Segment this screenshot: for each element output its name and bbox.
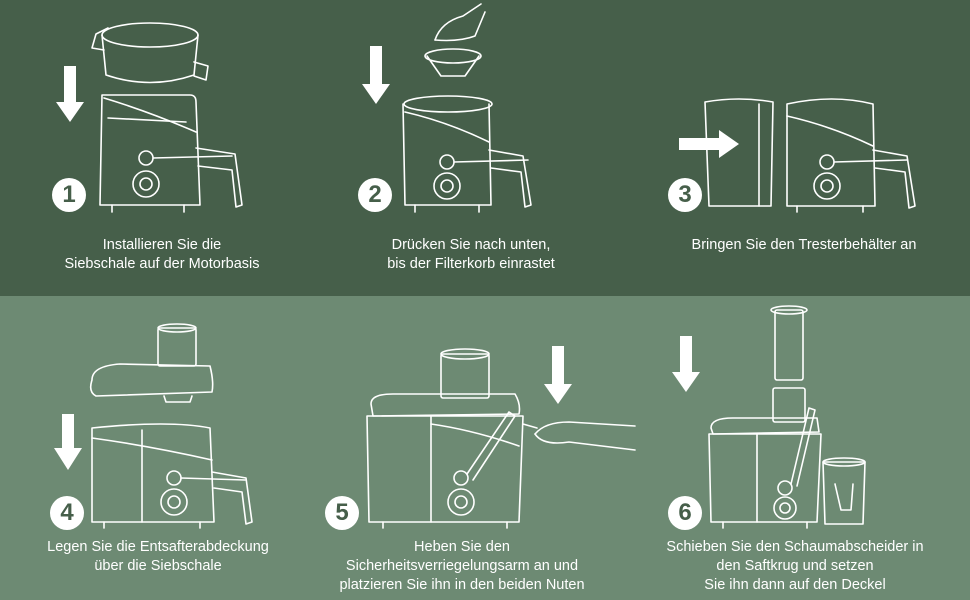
juicer-illustration (402, 95, 532, 213)
hand-pressing-illustration (424, 3, 486, 77)
step-1: 1 Installieren Sie die Siebschale auf de… (0, 0, 323, 296)
sieve-bowl-illustration (91, 22, 209, 84)
step-5: 5 Heben Sie den Sicherheitsverriegelungs… (323, 296, 647, 600)
step-5-badge: 5 (325, 496, 359, 530)
step-1-badge: 1 (52, 178, 86, 212)
step-4-caption-line: über die Siebschale (94, 558, 222, 574)
juicer-illustration (91, 423, 253, 529)
step-2: 2 Drücken Sie nach unten, bis der Filter… (323, 0, 647, 296)
step-5-caption-line: Heben Sie den (414, 539, 510, 555)
step-1-illustration (56, 22, 243, 213)
down-arrow-icon (54, 414, 82, 470)
step-2-caption-line: Drücken Sie nach unten, (391, 237, 551, 253)
step-2-badge: 2 (358, 178, 392, 212)
step-4-caption: Legen Sie die Entsafterabdeckung über di… (0, 538, 316, 576)
step-4: 4 Legen Sie die Entsafterabdeckung über … (0, 296, 323, 600)
step-6-caption-line: Sie ihn dann auf den Deckel (704, 577, 886, 593)
step-4-illustration (54, 323, 253, 529)
step-5-caption: Heben Sie den Sicherheitsverriegelungsar… (312, 538, 612, 595)
step-6-illustration (672, 305, 866, 529)
step-3-badge: 3 (668, 178, 702, 212)
right-arrow-icon (679, 130, 739, 158)
step-6-badge: 6 (668, 496, 702, 530)
pulp-container-illustration (704, 98, 774, 207)
juice-jug-illustration (822, 457, 866, 525)
step-1-caption-line: Installieren Sie die (102, 237, 222, 253)
juicer-illustration (786, 98, 916, 213)
step-6-caption: Schieben Sie den Schaumabscheider in den… (625, 538, 965, 595)
step-5-caption-line: Sicherheitsverriegelungsarm an und (345, 558, 579, 574)
down-arrow-icon (672, 336, 700, 392)
step-6-caption-line: Schieben Sie den Schaumabscheider in (666, 539, 924, 555)
step-4-badge: 4 (50, 496, 84, 530)
step-1-caption-line: Siebschale auf der Motorbasis (64, 256, 260, 272)
step-2-caption-line: bis der Filterkorb einrastet (387, 256, 555, 272)
step-6: 6 Schieben Sie den Schaumabscheider in d… (647, 296, 970, 600)
juicer-illustration (366, 348, 524, 529)
step-1-caption: Installieren Sie die Siebschale auf der … (12, 236, 312, 274)
hand-lifting-illustration (522, 421, 636, 451)
step-6-caption-line: den Saftkrug und setzen (716, 558, 874, 574)
step-3-illustration (679, 98, 916, 213)
step-4-caption-line: Legen Sie die Entsafterabdeckung (47, 539, 269, 555)
down-arrow-icon (544, 346, 572, 404)
step-2-caption: Drücken Sie nach unten, bis der Filterko… (321, 236, 621, 274)
step-3-caption-line: Bringen Sie den Tresterbehälter an (691, 237, 917, 253)
down-arrow-icon (362, 46, 390, 104)
juicer-cover-illustration (89, 323, 214, 403)
top-band (0, 0, 970, 296)
step-5-illustration (366, 346, 636, 529)
down-arrow-icon (56, 66, 84, 122)
step-3: 3 Bringen Sie den Tresterbehälter an (647, 0, 970, 296)
step-5-caption-line: platzieren Sie ihn in den beiden Nuten (339, 577, 585, 593)
step-2-illustration (362, 3, 532, 213)
motor-base-illustration (99, 94, 243, 213)
juicer-illustration (708, 387, 822, 529)
step-3-caption: Bringen Sie den Tresterbehälter an (649, 236, 959, 255)
foam-separator-illustration (770, 305, 808, 381)
